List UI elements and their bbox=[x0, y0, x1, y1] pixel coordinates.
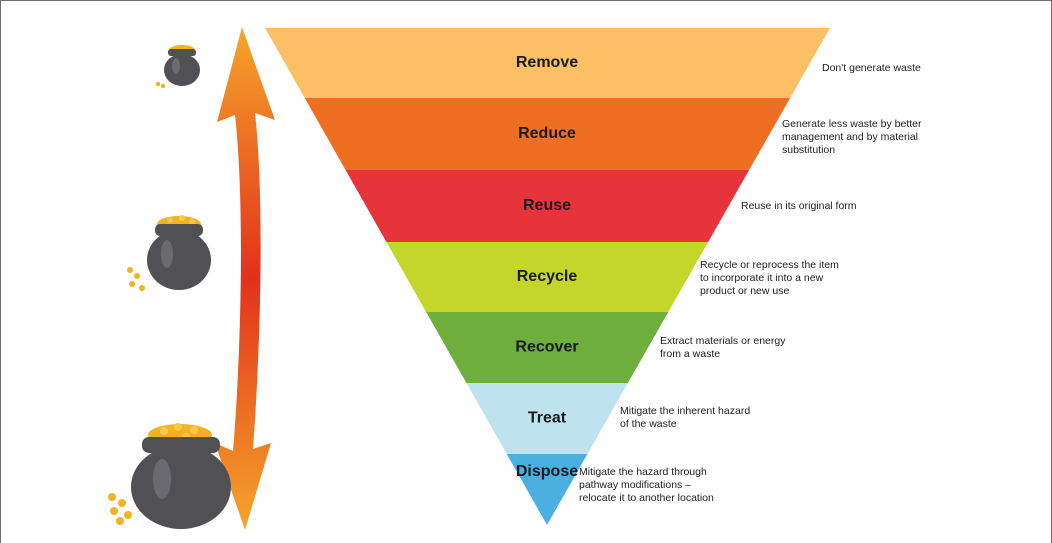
description-line: management and by material bbox=[782, 131, 918, 143]
double-arrow-icon bbox=[215, 27, 275, 530]
description-line: Extract materials or energy bbox=[660, 335, 786, 347]
tier-dispose bbox=[506, 454, 588, 525]
tier-label-treat: Treat bbox=[528, 410, 567, 427]
description-line: Generate less waste by better bbox=[782, 118, 922, 130]
tier-label-dispose: Dispose bbox=[516, 463, 578, 480]
tier-label-reuse: Reuse bbox=[523, 197, 571, 214]
description-line: Mitigate the inherent hazard bbox=[620, 405, 751, 417]
small-coin-pot-icon bbox=[155, 45, 200, 89]
tier-treat bbox=[466, 383, 628, 454]
description-line: to incorporate it into a new bbox=[700, 272, 824, 284]
tier-description-remove: Don't generate waste bbox=[822, 62, 921, 75]
tier-description-reuse: Reuse in its original form bbox=[741, 200, 857, 213]
medium-coin-pot-icon bbox=[127, 215, 211, 291]
tier-label-remove: Remove bbox=[516, 54, 578, 71]
description-line: pathway modifications – bbox=[579, 479, 692, 491]
description-line: product or new use bbox=[700, 285, 790, 297]
description-line: from a waste bbox=[660, 348, 721, 360]
large-coin-pot-icon bbox=[108, 423, 231, 529]
tier-remove bbox=[265, 28, 830, 98]
description-line: Reuse in its original form bbox=[741, 200, 857, 212]
tier-label-recover: Recover bbox=[515, 339, 578, 356]
tier-reduce bbox=[304, 98, 791, 170]
tier-reuse bbox=[345, 170, 750, 242]
description-line: relocate it to another location bbox=[579, 492, 714, 504]
description-line: Mitigate the hazard through bbox=[579, 466, 707, 478]
description-line: of the waste bbox=[620, 418, 677, 430]
tier-recycle bbox=[386, 242, 709, 312]
tier-label-reduce: Reduce bbox=[518, 125, 576, 142]
description-line: substitution bbox=[782, 144, 836, 156]
description-line: Don't generate waste bbox=[822, 62, 921, 74]
tier-label-recycle: Recycle bbox=[517, 268, 578, 285]
tier-recover bbox=[426, 312, 669, 383]
description-line: Recycle or reprocess the item bbox=[700, 259, 839, 271]
